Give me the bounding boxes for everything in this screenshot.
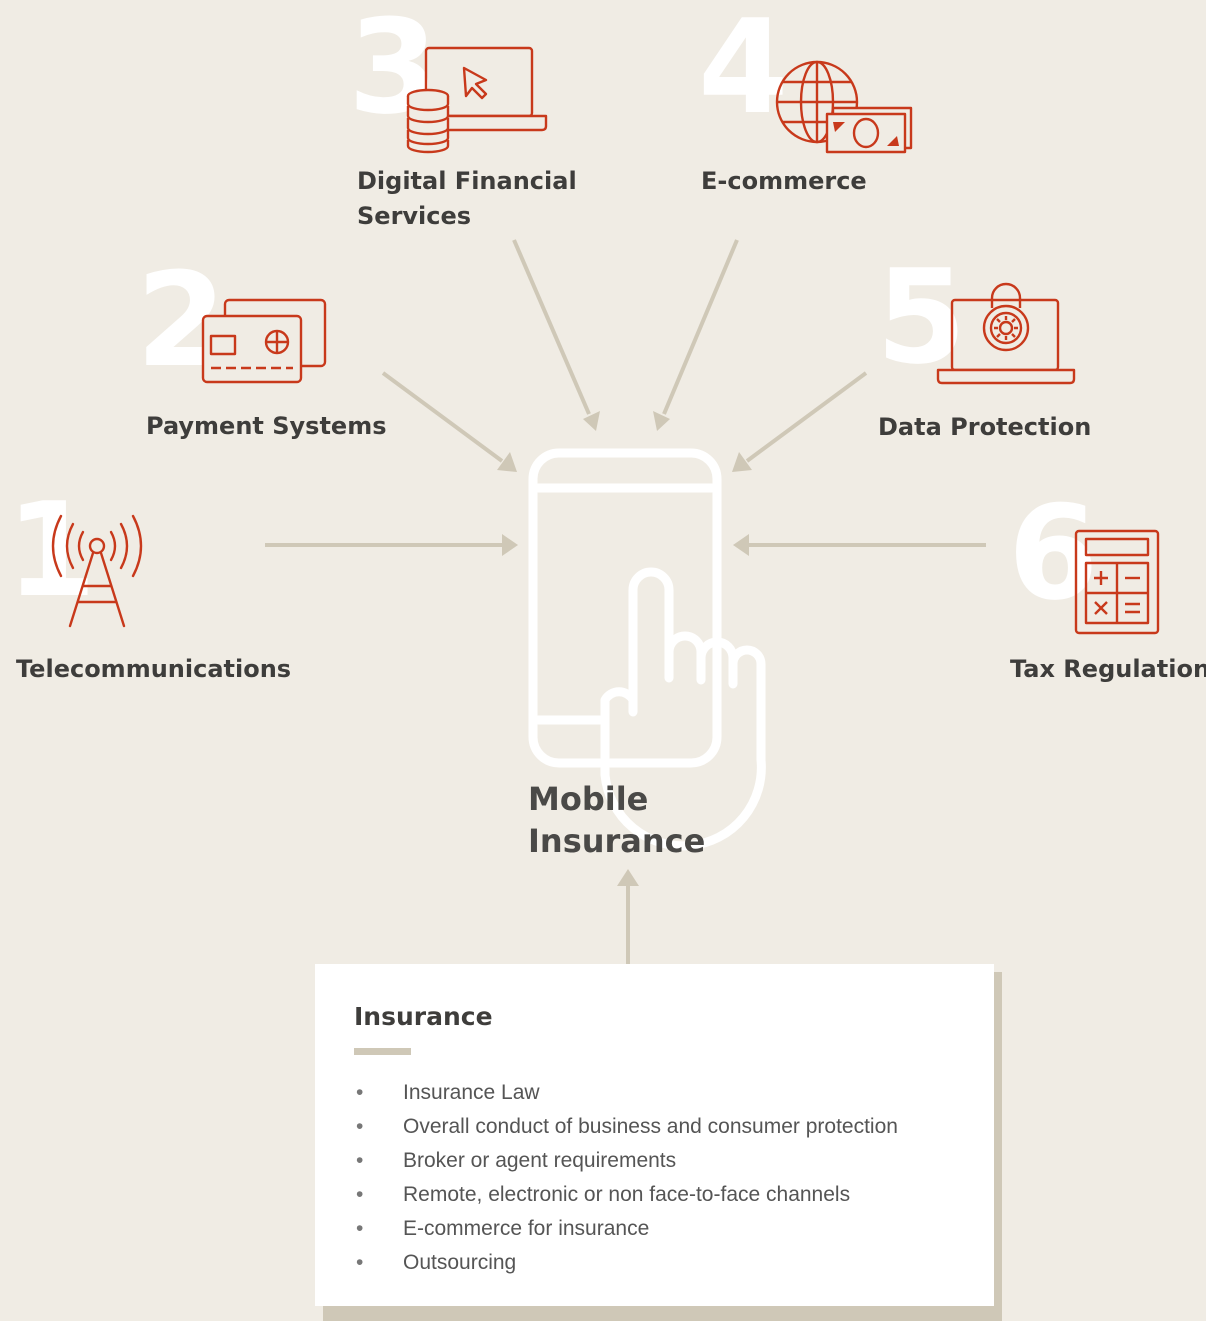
card-list: • Insurance Law • Overall conduct of busin… — [354, 1076, 898, 1280]
card-title: Insurance — [354, 1002, 493, 1031]
insurance-card: Insurance • Insurance Law • Overall conduc… — [315, 964, 994, 1306]
list-item-text: Outsourcing — [403, 1251, 517, 1274]
arrow-3 — [512, 239, 591, 415]
node-number-6: 6 — [1008, 477, 1098, 629]
node-label-digital-financial-services: Digital Financial Services — [357, 164, 577, 234]
list-item-text: Insurance Law — [403, 1081, 540, 1104]
center-label-line1: Mobile — [528, 780, 649, 818]
bullet: • — [356, 1251, 364, 1274]
node-label-line: Digital Financial — [357, 167, 577, 195]
arrow-4 — [662, 239, 739, 415]
bullet: • — [356, 1081, 364, 1104]
bullet: • — [356, 1115, 364, 1138]
card-title-rule — [354, 1048, 411, 1055]
list-item-text: Remote, electronic or non face-to-face c… — [403, 1183, 851, 1206]
radio-tower-icon — [47, 508, 147, 630]
node-number-4: 4 — [698, 0, 788, 143]
bullet: • — [356, 1149, 364, 1172]
list-item: • Overall conduct of business and consume… — [354, 1110, 898, 1144]
list-item: • Remote, electronic or non face-to-face … — [354, 1178, 898, 1212]
node-label-tax-regulation: Tax Regulation — [1010, 655, 1206, 683]
list-item: • Insurance Law — [354, 1076, 898, 1110]
list-item: • Outsourcing — [354, 1246, 898, 1280]
laptop-coins-icon — [406, 46, 550, 154]
node-label-line: Services — [357, 202, 472, 230]
list-item-text: E-commerce for insurance — [403, 1217, 650, 1240]
calculator-icon — [1074, 529, 1160, 635]
list-item-text: Broker or agent requirements — [403, 1149, 677, 1172]
node-label-payment-systems: Payment Systems — [146, 412, 387, 440]
center-label: Mobile Insurance — [528, 778, 705, 862]
bullet: • — [356, 1183, 364, 1206]
laptop-lock-icon — [936, 280, 1076, 386]
node-label-telecommunications: Telecommunications — [16, 655, 292, 683]
node-label-e-commerce: E-commerce — [701, 167, 867, 195]
list-item: • E-commerce for insurance — [354, 1212, 898, 1246]
bullet: • — [356, 1217, 364, 1240]
list-item: • Broker or agent requirements — [354, 1144, 898, 1178]
center-label-line2: Insurance — [528, 822, 706, 860]
credit-cards-icon — [201, 298, 327, 384]
node-label-data-protection: Data Protection — [878, 413, 1092, 441]
arrow-2 — [381, 371, 504, 463]
globe-money-icon — [775, 58, 915, 154]
arrow-5 — [745, 371, 868, 463]
list-item-text: Overall conduct of business and consumer… — [403, 1115, 898, 1138]
